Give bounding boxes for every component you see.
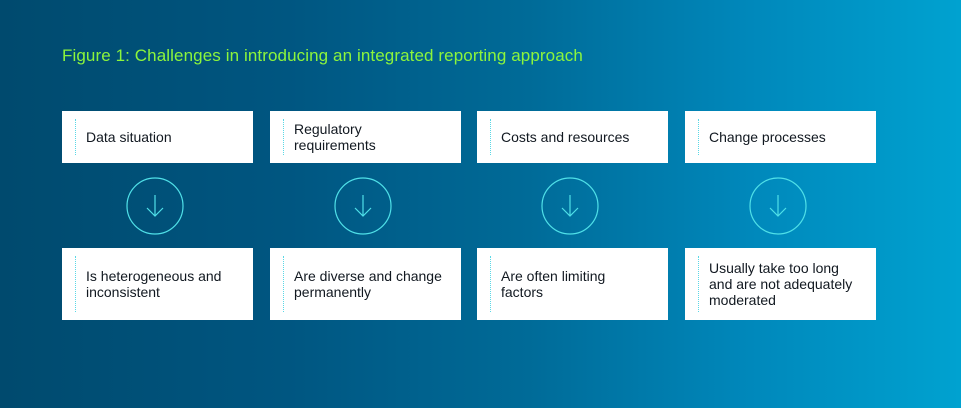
description-box: Usually take too long and are not adequa… xyxy=(685,248,876,320)
arrow-down-circle-icon xyxy=(334,177,392,235)
arrow-down-circle-icon xyxy=(126,177,184,235)
challenge-label: Costs and resources xyxy=(501,129,630,145)
challenge-label: Regulatory requirements xyxy=(294,121,376,153)
challenge-label: Change processes xyxy=(709,129,826,145)
challenge-box: Data situation xyxy=(62,111,253,163)
figure-title: Figure 1: Challenges in introducing an i… xyxy=(62,46,583,65)
challenge-column-costs-and-resources: Costs and resources Are often limiting f… xyxy=(477,0,668,408)
challenge-column-change-processes: Change processes Usually take too long a… xyxy=(685,0,876,408)
description-box: Is heterogeneous and inconsistent xyxy=(62,248,253,320)
challenge-box: Regulatory requirements xyxy=(270,111,461,163)
arrow-down-circle-icon xyxy=(541,177,599,235)
description-text: Usually take too long and are not adequa… xyxy=(709,260,853,308)
challenge-box: Costs and resources xyxy=(477,111,668,163)
challenge-label: Data situation xyxy=(86,129,172,145)
challenge-column-regulatory-requirements: Regulatory requirements Are diverse and … xyxy=(270,0,461,408)
arrow-down-circle-icon xyxy=(749,177,807,235)
description-text: Are diverse and change permanently xyxy=(294,268,442,300)
description-text: Are often limiting factors xyxy=(501,268,606,300)
description-box: Are often limiting factors xyxy=(477,248,668,320)
description-box: Are diverse and change permanently xyxy=(270,248,461,320)
description-text: Is heterogeneous and inconsistent xyxy=(86,268,222,300)
challenge-column-data-situation: Data situation Is heterogeneous and inco… xyxy=(62,0,253,408)
challenge-box: Change processes xyxy=(685,111,876,163)
